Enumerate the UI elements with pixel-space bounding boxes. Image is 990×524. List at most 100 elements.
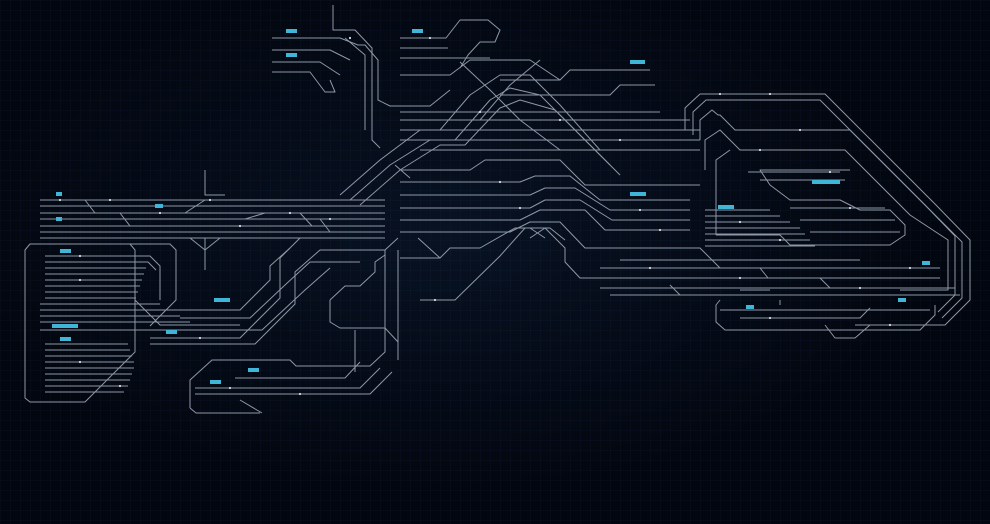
signal bbox=[768, 316, 772, 320]
left-main-lines bbox=[40, 170, 385, 270]
top-spur-vertical bbox=[332, 5, 381, 149]
branch-fan-2 bbox=[150, 249, 385, 345]
signal bbox=[798, 128, 802, 132]
station-tag bbox=[812, 180, 840, 184]
station-tag bbox=[56, 192, 62, 196]
signal bbox=[288, 211, 292, 215]
diagonal-bundle-1 bbox=[339, 74, 601, 196]
right-yard-tracks bbox=[705, 171, 900, 247]
signal bbox=[78, 254, 82, 258]
top-right-branch bbox=[500, 69, 655, 96]
diagonal-bundle-2 bbox=[349, 87, 611, 201]
left-yard-ladder bbox=[40, 299, 240, 331]
station-tag bbox=[286, 53, 297, 57]
signal bbox=[828, 170, 832, 174]
signal bbox=[298, 392, 302, 396]
signal bbox=[718, 92, 722, 96]
station-tag bbox=[52, 324, 78, 328]
signal bbox=[858, 286, 862, 290]
top-upper-loop bbox=[400, 19, 561, 81]
station-tag bbox=[60, 337, 71, 341]
central-line-1 bbox=[400, 159, 700, 186]
station-tag bbox=[630, 192, 646, 196]
station-tags bbox=[52, 29, 930, 384]
central-line-7 bbox=[400, 227, 940, 279]
central-line-6 bbox=[400, 221, 940, 269]
station-tag bbox=[412, 29, 423, 33]
signal bbox=[648, 266, 652, 270]
signal bbox=[908, 266, 912, 270]
station-tag bbox=[922, 261, 930, 265]
signal bbox=[78, 360, 82, 364]
right-loop-3 bbox=[699, 109, 956, 313]
signal bbox=[108, 198, 112, 202]
bottom-loop-inner bbox=[189, 361, 393, 414]
station-tag bbox=[718, 205, 734, 209]
signal bbox=[638, 208, 642, 212]
right-lower-loop bbox=[715, 299, 936, 331]
left-yard-tracks-upper bbox=[45, 255, 161, 300]
station-tag bbox=[898, 298, 906, 302]
lower-left-branches bbox=[150, 237, 385, 345]
signal bbox=[498, 180, 502, 184]
left-yard-outer-loop bbox=[130, 243, 177, 327]
top-junction bbox=[272, 5, 700, 206]
right-bottom-loop bbox=[824, 324, 945, 339]
station-tag bbox=[248, 368, 259, 372]
signal bbox=[348, 36, 352, 40]
diagonal-bundle-3 bbox=[359, 99, 621, 206]
signal bbox=[758, 148, 762, 152]
station-tag bbox=[155, 204, 163, 208]
station-tag bbox=[56, 217, 62, 221]
central-line-5 bbox=[400, 209, 690, 231]
right-horizontal-lines bbox=[600, 259, 960, 305]
station-tag bbox=[746, 305, 754, 309]
signal bbox=[558, 118, 562, 122]
signal bbox=[428, 36, 432, 40]
station-tag bbox=[214, 298, 230, 302]
signal bbox=[658, 228, 662, 232]
signal bbox=[738, 276, 742, 280]
central-line-8 bbox=[420, 227, 566, 301]
signal bbox=[78, 278, 82, 282]
station-tag bbox=[166, 330, 177, 334]
signal bbox=[778, 238, 782, 242]
central-line-4 bbox=[400, 199, 690, 221]
central-line-3 bbox=[400, 187, 690, 211]
signal bbox=[738, 220, 742, 224]
signal bbox=[433, 298, 437, 302]
signal bbox=[848, 206, 852, 210]
signal bbox=[478, 110, 482, 114]
signals bbox=[58, 36, 912, 396]
signal bbox=[208, 198, 212, 202]
right-inner-loop bbox=[704, 129, 949, 291]
signal bbox=[198, 336, 202, 340]
branch-fan-3 bbox=[170, 247, 291, 311]
central-corridor bbox=[394, 159, 940, 301]
central-connector bbox=[329, 250, 399, 372]
signal bbox=[618, 138, 622, 142]
signal bbox=[238, 224, 242, 228]
right-complex bbox=[600, 93, 971, 339]
left-yard bbox=[24, 243, 240, 403]
signal bbox=[58, 198, 62, 202]
signal bbox=[768, 92, 772, 96]
signal bbox=[158, 211, 162, 215]
crossovers-left bbox=[84, 170, 331, 270]
diagonal-bundle-4 bbox=[459, 59, 561, 151]
station-tag bbox=[630, 60, 645, 64]
branch-fan-4 bbox=[180, 261, 360, 319]
station-tag bbox=[286, 29, 297, 33]
right-outer-loop bbox=[684, 93, 971, 326]
left-yard-outline bbox=[24, 243, 136, 403]
bottom-loop-outline bbox=[189, 237, 399, 408]
left-yard-tracks-lower bbox=[45, 343, 134, 393]
signal bbox=[518, 206, 522, 210]
top-left-spur bbox=[272, 37, 451, 107]
signal bbox=[888, 323, 892, 327]
signal bbox=[118, 384, 122, 388]
branch-fan-1 bbox=[150, 237, 385, 339]
